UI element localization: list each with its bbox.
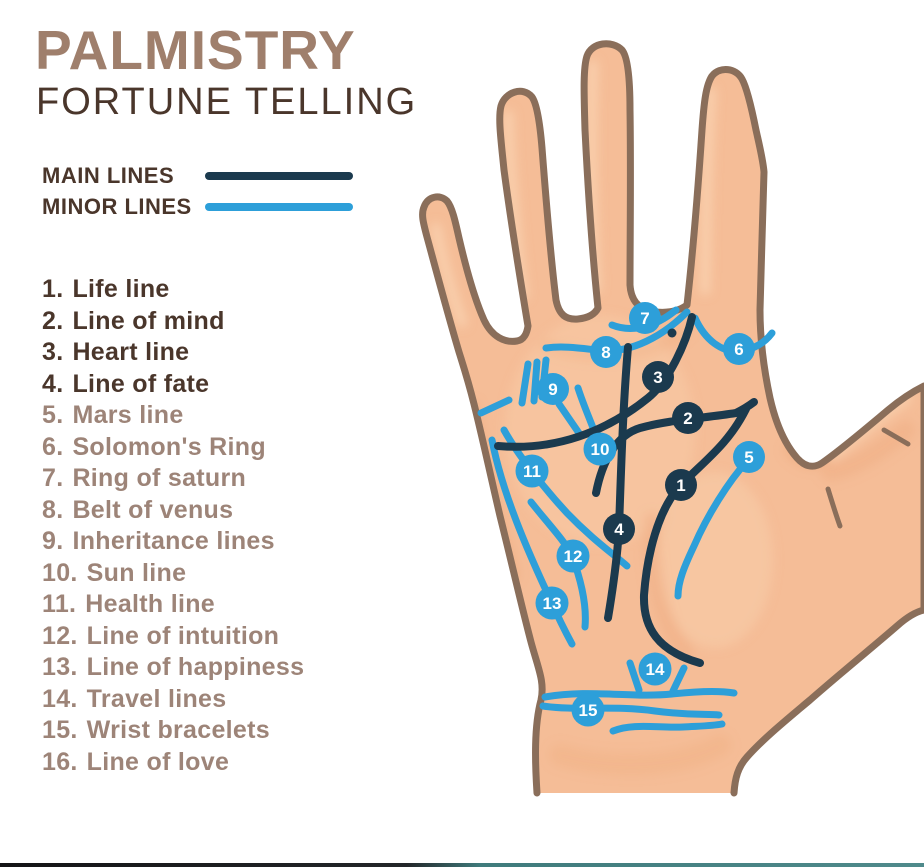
- badge-5: 5: [733, 441, 765, 473]
- inheritance-line-1: [518, 360, 532, 407]
- badge-4: 4: [603, 513, 635, 545]
- wrist-bracelet-3: [609, 720, 726, 735]
- thumb-crease-lower: [825, 486, 843, 529]
- svg-text:8: 8: [601, 343, 610, 362]
- next-section-edge: [0, 863, 924, 867]
- svg-text:14: 14: [646, 660, 665, 679]
- list-item-2: 2.Line of mind: [42, 306, 225, 335]
- line-of-love-line: [477, 396, 513, 417]
- svg-text:15: 15: [579, 701, 598, 720]
- svg-text:11: 11: [523, 462, 541, 481]
- badge-11: 11: [515, 454, 549, 488]
- legend-minor-label: MINOR LINES: [42, 193, 192, 219]
- heart-line: [494, 313, 696, 451]
- wrist-bracelet-1: [541, 688, 738, 701]
- badge-6: 6: [723, 333, 755, 365]
- inheritance-line-2: [530, 358, 541, 405]
- travel-line-2: [669, 664, 688, 695]
- svg-text:4: 4: [614, 520, 624, 539]
- travel-line-1: [626, 659, 643, 694]
- list-item-4: 4.Line of fate: [42, 369, 210, 398]
- badge-10: 10: [583, 432, 617, 466]
- badge-3: 3: [642, 361, 674, 393]
- list-item-14: 14.Travel lines: [42, 684, 227, 713]
- legend-row-minor: MINOR LINES: [42, 191, 353, 222]
- list-item-16: 16.Line of love: [42, 747, 230, 776]
- svg-text:13: 13: [543, 594, 562, 613]
- badge-12: 12: [556, 539, 590, 573]
- thumb-crease-upper: [881, 427, 911, 447]
- list-item-11: 11.Health line: [42, 590, 215, 618]
- list-item-6: 6.Solomon's Ring: [42, 432, 266, 461]
- svg-text:5: 5: [744, 448, 753, 467]
- life-line: [639, 405, 750, 667]
- list-item-7: 7.Ring of saturn: [42, 464, 247, 492]
- inheritance-line-4: [555, 400, 585, 440]
- badge-1: 1: [665, 469, 697, 501]
- line-of-happiness-line: [488, 436, 576, 648]
- svg-text:3: 3: [653, 368, 662, 387]
- svg-text:2: 2: [683, 409, 692, 428]
- badges: 1 2 3 4 5 6 7 8 9 10 11 12 13 14 15: [515, 302, 765, 727]
- minor-line-swatch: [205, 202, 353, 211]
- badge-8: 8: [590, 336, 622, 368]
- list-item-3: 3.Heart line: [42, 338, 190, 366]
- line-name-list: 1.Life line 2.Line of mind 3.Heart line …: [42, 274, 304, 778]
- legend: MAIN LINES MINOR LINES: [42, 160, 353, 222]
- health-line: [500, 426, 631, 570]
- list-item-1: 1.Life line: [42, 275, 170, 303]
- list-item-9: 9.Inheritance lines: [42, 527, 275, 555]
- badge-14: 14: [638, 652, 672, 686]
- svg-text:6: 6: [734, 340, 743, 359]
- list-item-13: 13.Line of happiness: [42, 653, 305, 681]
- fate-line-dot: [667, 328, 677, 338]
- svg-text:9: 9: [548, 380, 557, 399]
- list-item-5: 5.Mars line: [42, 401, 184, 429]
- main-line-swatch: [205, 171, 353, 180]
- list-item-10: 10.Sun line: [42, 558, 187, 587]
- badge-7: 7: [629, 302, 661, 334]
- mars-line: [674, 456, 752, 600]
- list-item-15: 15.Wrist bracelets: [42, 716, 270, 744]
- badge-13: 13: [535, 586, 569, 620]
- legend-main-label: MAIN LINES: [42, 162, 175, 188]
- badge-15: 15: [571, 693, 605, 727]
- badge-9: 9: [537, 373, 569, 405]
- legend-row-main: MAIN LINES: [42, 160, 353, 191]
- page-title: PALMISTRY: [35, 19, 356, 81]
- list-item-12: 12.Line of intuition: [42, 621, 280, 650]
- svg-text:1: 1: [676, 476, 685, 495]
- svg-text:10: 10: [591, 440, 610, 459]
- svg-text:12: 12: [564, 547, 583, 566]
- list-item-8: 8.Belt of venus: [42, 495, 234, 524]
- badge-2: 2: [672, 402, 704, 434]
- svg-text:7: 7: [640, 309, 649, 328]
- page-subtitle: FORTUNE TELLING: [36, 81, 418, 123]
- wrist-bracelet-2: [539, 702, 723, 719]
